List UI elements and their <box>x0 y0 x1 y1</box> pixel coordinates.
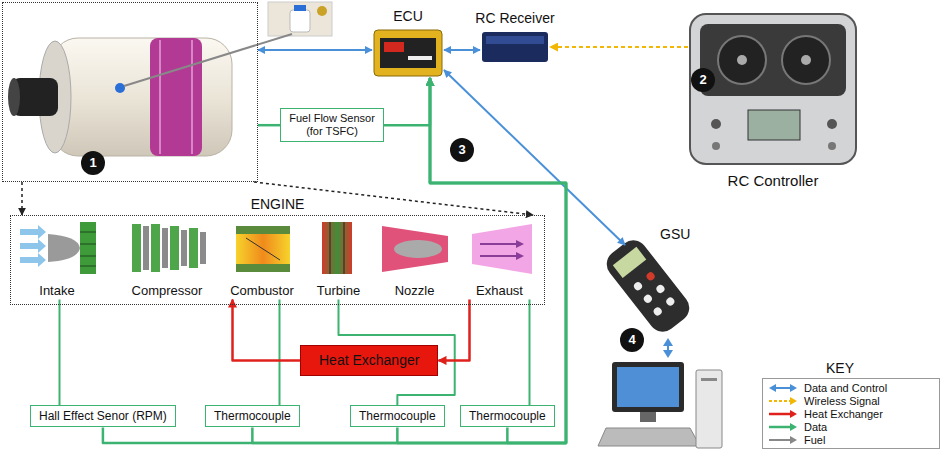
fuel-line <box>124 34 292 86</box>
data-control-link <box>444 70 625 245</box>
legend-sample <box>768 396 798 406</box>
data-bus <box>397 78 566 443</box>
wireless-signal <box>550 46 688 48</box>
heat-exchanger-box: Heat Exchanger <box>300 345 438 376</box>
data-line <box>384 78 430 125</box>
box-label: Thermocouple <box>469 409 546 423</box>
box-label: Hall Effect Senor (RPM) <box>39 409 167 423</box>
engine-stage: Turbine <box>308 218 370 300</box>
stage-label: Nozzle <box>369 283 461 299</box>
legend-text: Wireless Signal <box>804 395 880 407</box>
device-label: RC Receiver <box>475 10 554 27</box>
fuel-flow-sensor-box: Fuel Flow Sensor (for TSFC) <box>280 108 384 142</box>
legend-sample <box>768 422 798 432</box>
legend-text: Heat Exchanger <box>804 408 883 420</box>
ecu-device <box>374 30 442 76</box>
legend-sample <box>768 383 798 393</box>
callout-number: 2 <box>691 68 715 92</box>
engine-stage: Compressor <box>120 218 215 300</box>
legend-title: KEY <box>826 360 854 376</box>
engine-group: ENGINEIntakeCompressorCombustorTurbineNo… <box>10 215 545 305</box>
sensor-box: Thermocouple <box>205 405 300 427</box>
rc-controller: RC Controller <box>688 10 858 168</box>
legend-row: Data and Control <box>768 381 934 394</box>
data-bus <box>252 78 566 443</box>
engine-stage: Intake <box>15 218 100 300</box>
callout-number: 4 <box>620 328 644 352</box>
turbine-picture <box>322 222 352 274</box>
ecu-unit: ECU <box>372 28 444 78</box>
sensor-box: Thermocouple <box>460 405 555 427</box>
engine-stage: Nozzle <box>375 218 455 300</box>
callout-number: 3 <box>450 138 474 162</box>
group-heading: ENGINE <box>11 196 544 213</box>
stage-label: Combustor <box>219 283 306 299</box>
engine-photo <box>8 38 232 156</box>
stage-label: Turbine <box>302 283 376 299</box>
box-label: Fuel Flow Sensor (for TSFC) <box>285 112 379 138</box>
callout-number: 1 <box>81 151 105 175</box>
sensor-box: Thermocouple <box>350 405 445 427</box>
receiver-device <box>482 32 548 62</box>
rc-controller-picture <box>690 14 856 164</box>
legend-row: Wireless Signal <box>768 394 934 407</box>
device-label: ECU <box>393 8 423 25</box>
legend-row: Heat Exchanger <box>768 407 934 420</box>
data-line <box>529 300 531 406</box>
engine-stage: Exhaust <box>460 218 540 300</box>
data-bus <box>430 78 566 443</box>
data-line <box>59 300 61 406</box>
heat-exchanger-line <box>438 300 469 361</box>
legend-row: Fuel <box>768 433 934 446</box>
device-label: RC Controller <box>728 172 819 190</box>
box-label: Thermocouple <box>359 409 436 423</box>
device-label: GSU <box>660 226 690 243</box>
sensor-box: Hall Effect Senor (RPM) <box>30 405 176 427</box>
gsu-computer-link <box>663 338 673 358</box>
engine-photo-frame: 1 <box>2 2 258 182</box>
combustor-picture <box>236 226 290 272</box>
data-control-link <box>258 49 372 51</box>
legend-sample <box>768 409 798 419</box>
stage-label: Exhaust <box>454 283 546 299</box>
legend: Data and ControlWireless SignalHeat Exch… <box>762 378 940 449</box>
data-control-link <box>444 49 480 51</box>
legend-text: Fuel <box>804 434 825 446</box>
box-label: Thermocouple <box>214 409 291 423</box>
gsu-unit: GSU <box>612 245 682 325</box>
intake-picture <box>20 222 96 274</box>
engine-stage: Combustor <box>225 218 300 300</box>
compressor-picture <box>132 224 206 272</box>
rc-receiver: RC Receiver <box>480 30 550 64</box>
box-label: Heat Exchanger <box>319 352 419 369</box>
data-line <box>258 124 280 127</box>
legend-row: Data <box>768 420 934 433</box>
data-line <box>279 300 281 406</box>
exhaust-picture <box>472 224 532 274</box>
fuel-port-photo <box>268 2 332 36</box>
data-bus <box>103 78 566 443</box>
legend-sample <box>768 435 798 445</box>
heat-exchanger-line <box>233 300 301 361</box>
nozzle-picture <box>382 226 448 272</box>
gsu-device <box>601 235 695 338</box>
computer-picture <box>598 362 722 448</box>
stage-label: Intake <box>9 283 106 299</box>
legend-text: Data and Control <box>804 382 887 394</box>
stage-label: Compressor <box>114 283 221 299</box>
legend-text: Data <box>804 421 827 433</box>
detail-pointer <box>21 182 23 215</box>
